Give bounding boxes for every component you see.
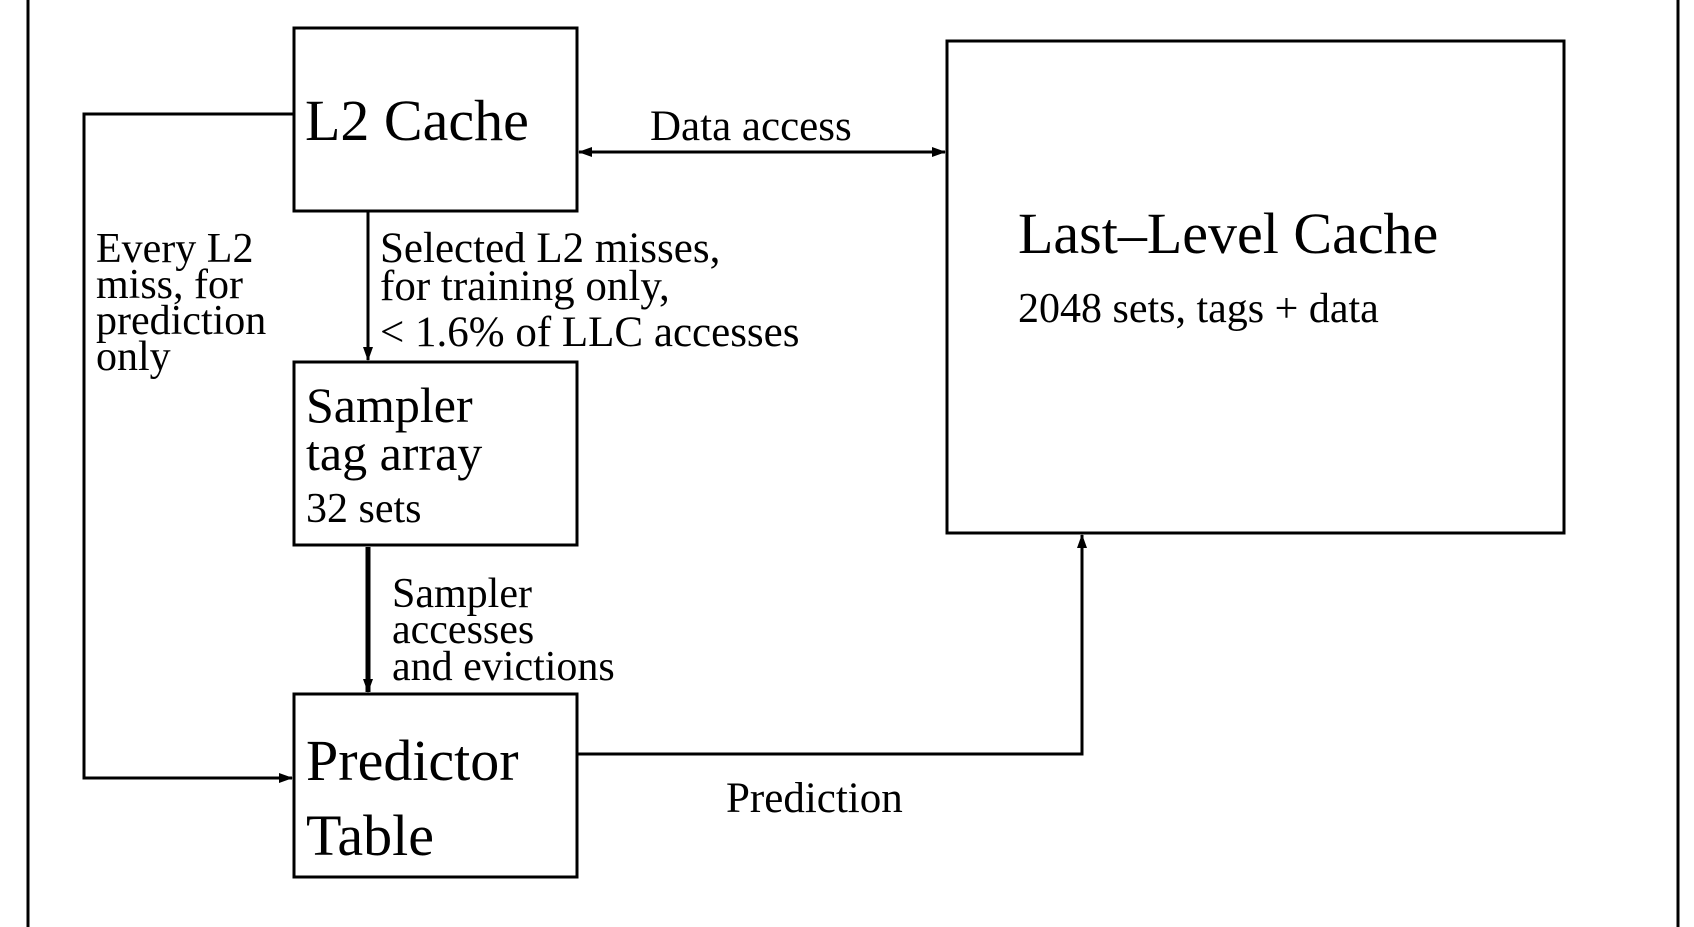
every-l2-miss-label: Every L2 miss, for prediction only	[96, 226, 266, 380]
every-label-line4: only	[96, 334, 171, 380]
every-label-line1: Every L2	[96, 226, 253, 272]
selected-label-line1: Selected L2 misses,	[380, 225, 720, 272]
predictor-table-box: Predictor Table	[292, 692, 579, 879]
data-access-label: Data access	[650, 103, 852, 150]
selected-l2-misses-label: Selected L2 misses, for training only, <…	[380, 225, 799, 356]
l2-cache-title: L2 Cache	[305, 88, 529, 153]
sampler-accesses-line2: accesses	[392, 607, 534, 653]
sampler-title-line2: tag array	[306, 425, 482, 481]
every-label-line2: miss, for	[96, 262, 243, 308]
selected-label-line2: for training only,	[380, 263, 670, 310]
llc-sets-label: 2048 sets, tags + data	[1018, 286, 1379, 332]
selected-label-line3: < 1.6% of LLC accesses	[380, 309, 799, 356]
sampler-title-line1: Sampler	[306, 377, 473, 433]
prediction-path	[577, 534, 1087, 756]
llc-title: Last–Level Cache	[1018, 201, 1438, 266]
last-level-cache-box: Last–Level Cache 2048 sets, tags + data	[945, 39, 1566, 535]
sampler-sets-label: 32 sets	[306, 486, 422, 532]
predictor-title-line2: Table	[306, 803, 434, 868]
prediction-label: Prediction	[726, 775, 903, 822]
l2-cache-box: L2 Cache	[292, 26, 579, 213]
sampler-accesses-line1: Sampler	[392, 571, 532, 617]
sampler-tag-array-box: Sampler tag array 32 sets	[292, 360, 579, 547]
every-label-line3: prediction	[96, 298, 266, 344]
sampler-accesses-line3: and evictions	[392, 644, 615, 690]
sampler-accesses-label: Sampler accesses and evictions	[392, 571, 615, 690]
every-l2-miss-path	[82, 112, 294, 783]
predictor-title-line1: Predictor	[306, 728, 519, 793]
